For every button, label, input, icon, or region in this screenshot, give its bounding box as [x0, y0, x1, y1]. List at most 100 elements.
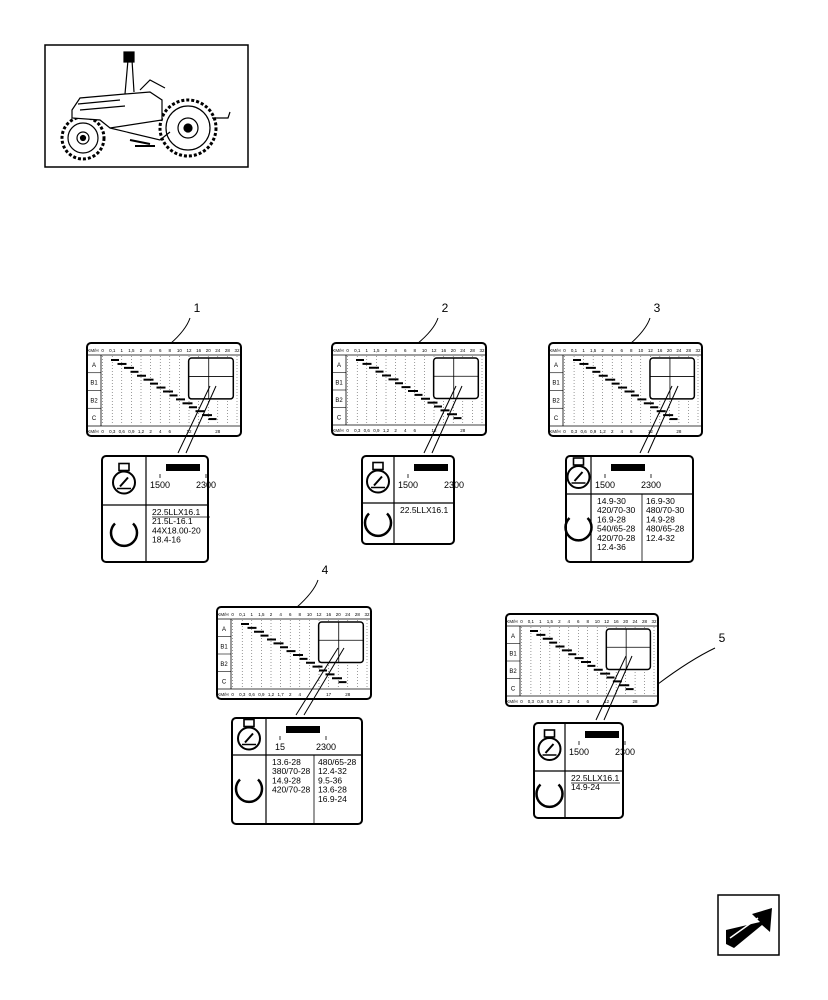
speed-footer-label: 0,9 [590, 429, 597, 434]
speed-header-label: 28 [470, 348, 476, 353]
callout-number: 3 [654, 301, 661, 315]
speed-header-label: 32 [651, 619, 657, 624]
gear-bar [202, 414, 212, 417]
speed-header-label: 20 [623, 619, 629, 624]
speed-header-label: 1 [121, 348, 124, 353]
speed-header-label: 16 [657, 348, 663, 353]
tyre-size: 420/70-28 [597, 533, 636, 543]
gear-bar [542, 637, 553, 640]
speed-header-label: 32 [479, 348, 485, 353]
speed-footer-label: 0,3 [354, 428, 361, 433]
gear-bar [663, 414, 674, 417]
speed-header-label: 1,5 [373, 348, 380, 353]
speed-header-label: 8 [169, 348, 172, 353]
rpm-high: 2300 [316, 742, 336, 752]
rpm-range-bar [414, 464, 448, 471]
callout-number: 4 [322, 563, 329, 577]
zoom-leader [423, 385, 457, 454]
gear-bar [579, 362, 589, 365]
gear-bar [427, 401, 438, 404]
zoom-leader [295, 647, 339, 716]
speed-footer-label: KM/H [217, 692, 228, 697]
gear-bar [549, 641, 558, 644]
gear-bar [656, 410, 666, 413]
speed-footer-label: 1,2 [138, 429, 145, 434]
rpm-high: 2300 [615, 747, 635, 757]
rpm-high: 2300 [641, 480, 661, 490]
gear-bar [293, 654, 303, 656]
speed-footer-label: 4 [159, 429, 162, 434]
gear-bar [630, 394, 639, 397]
zoom-leader [185, 385, 217, 454]
speed-header-label: 28 [225, 348, 231, 353]
zoom-leader [603, 655, 633, 721]
gear-bar [401, 386, 411, 389]
callout-leader [629, 317, 651, 345]
tyre-size: 22.5LLX16.1 [400, 505, 448, 515]
group-label: A [222, 627, 226, 633]
speed-header-label: 24 [460, 348, 466, 353]
gear-bar [625, 688, 634, 691]
speed-footer-label: 12 [186, 429, 192, 434]
speed-footer-label: 28 [215, 429, 221, 434]
speed-footer-label: 28 [633, 699, 639, 704]
group-label: C [92, 416, 97, 422]
tyre-size: 14.9-24 [571, 782, 600, 792]
inset-window [187, 357, 235, 400]
group-label: B2 [220, 662, 228, 668]
speed-header-label: 1,5 [128, 348, 135, 353]
gear-bar [130, 370, 139, 373]
speed-header-label: KM/H [87, 348, 98, 353]
gear-bar [111, 359, 119, 361]
inset-window [605, 628, 652, 671]
pto-gauge-icon [537, 729, 562, 761]
speed-footer-label: 0,3 [528, 699, 535, 704]
rpm-range-bar [585, 731, 619, 738]
gear-bar [561, 649, 572, 652]
speed-footer-label: 2 [289, 692, 292, 697]
speed-footer-label: 0,6 [364, 428, 371, 433]
speed-header-label: 32 [695, 348, 701, 353]
speed-header-label: 2 [140, 348, 143, 353]
speed-footer-label: KM/H [549, 429, 560, 434]
speed-footer-label: 0,3 [239, 692, 246, 697]
speed-footer-label: 6 [586, 699, 589, 704]
speed-header-label: 16 [196, 348, 202, 353]
callout-leader [169, 317, 191, 345]
callout-1: 1 [169, 301, 201, 345]
next-page-button[interactable] [717, 894, 780, 956]
tyre-icon [363, 512, 393, 538]
speed-header-label: 16 [441, 348, 447, 353]
callout-5: 5 [657, 631, 726, 685]
gear-bar [598, 374, 608, 377]
gear-bar [606, 676, 615, 679]
pto-gauge-icon [112, 462, 136, 495]
tyre-size: 420/70-28 [272, 785, 311, 795]
speed-header-label: 10 [422, 348, 428, 353]
speed-header-label: 0,1 [109, 348, 116, 353]
tyre-size: 480/65-28 [318, 757, 357, 767]
speed-footer-label: 0,3 [571, 429, 578, 434]
tyre-size: 12.4-32 [318, 766, 347, 776]
speed-footer-label: 0,6 [119, 429, 126, 434]
gear-bar [312, 665, 323, 668]
group-label: C [511, 686, 516, 692]
speed-header-label: 6 [289, 612, 292, 617]
tyre-size: 16.9-24 [318, 794, 347, 804]
speed-footer-label: 0 [101, 429, 104, 434]
group-label: B2 [552, 398, 560, 404]
tyre-size: 18.4-16 [152, 535, 181, 545]
inset-window [317, 621, 365, 664]
rpm-range-bar [166, 464, 200, 471]
pto-gauge-icon [237, 718, 261, 751]
speed-header-label: 10 [307, 612, 313, 617]
callout-number: 1 [194, 301, 201, 315]
